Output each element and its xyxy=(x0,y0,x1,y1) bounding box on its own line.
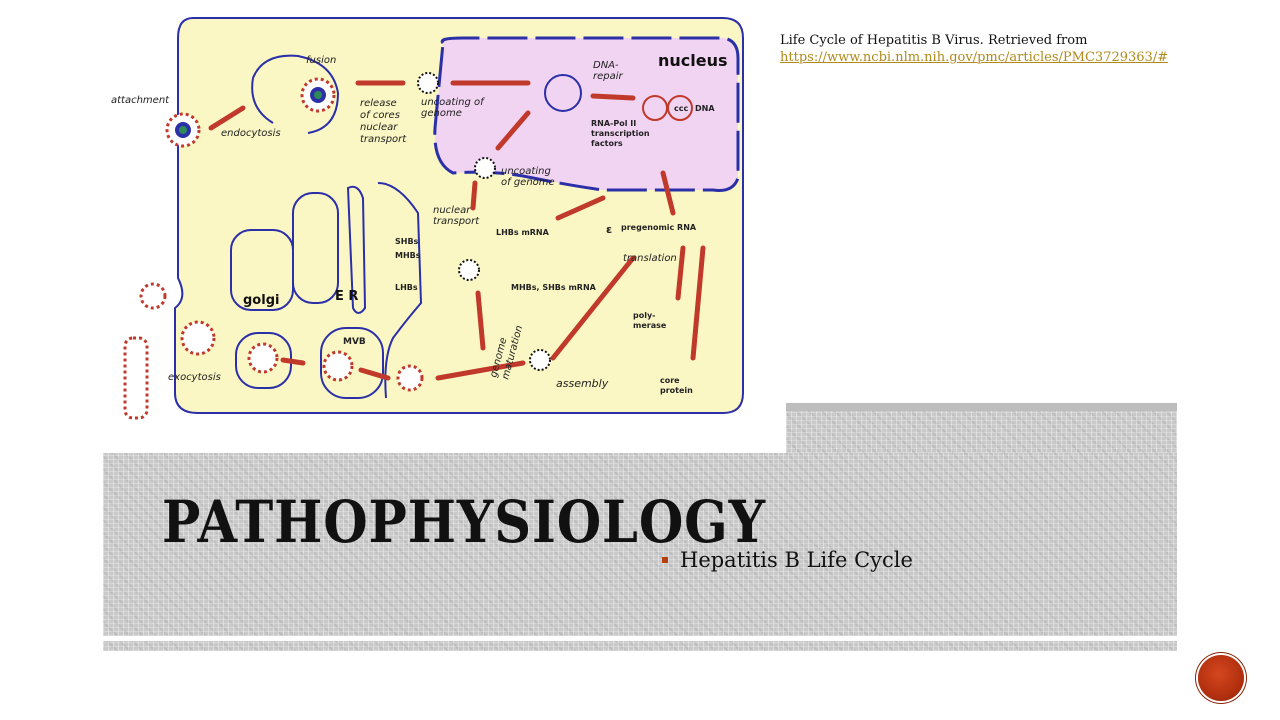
bullet-text: Hepatitis B Life Cycle xyxy=(680,548,913,572)
title-band-strip xyxy=(786,403,1177,411)
label-uncoating2-a: uncoating xyxy=(501,166,551,177)
label-mhbs-shbs-mrna: MHBs, SHBs mRNA xyxy=(511,283,597,292)
title-band xyxy=(103,453,1177,636)
virus-particle-fusion xyxy=(300,77,336,113)
label-release: release xyxy=(360,98,397,109)
label-endocytosis: endocytosis xyxy=(221,128,281,139)
label-release-3: nuclear xyxy=(360,122,398,133)
label-shbs: SHBs xyxy=(395,237,419,246)
label-rnapol-c: factors xyxy=(591,139,623,148)
label-rnapol-a: RNA-Pol II xyxy=(591,119,636,128)
label-fusion: fusion xyxy=(306,55,336,66)
label-release-4: transport xyxy=(360,134,407,145)
label-epsilon: ε xyxy=(606,223,612,236)
image-citation: Life Cycle of Hepatitis B Virus. Retriev… xyxy=(780,32,1180,66)
label-exocytosis: exocytosis xyxy=(168,372,221,383)
label-dna-repair-a: DNA- xyxy=(593,60,619,71)
title-band-upper xyxy=(786,403,1177,453)
label-mhbs: MHBs xyxy=(395,251,421,260)
slide-nav-button[interactable] xyxy=(1198,655,1244,701)
bullet-marker-icon xyxy=(662,557,668,563)
citation-link[interactable]: https://www.ncbi.nlm.nih.gov/pmc/article… xyxy=(780,50,1169,65)
bottom-band-strip xyxy=(103,641,1177,651)
label-assembly: assembly xyxy=(556,377,609,390)
virus-particle-attachment xyxy=(165,112,201,148)
slide-title: PATHOPHYSIOLOGY xyxy=(162,488,766,556)
hbv-life-cycle-diagram: attachment fusion endocytosis release of… xyxy=(103,8,786,451)
label-dna-repair-b: repair xyxy=(593,71,624,82)
label-mvb: MVB xyxy=(343,337,366,347)
label-ccc: ccc xyxy=(674,104,688,113)
label-rnapol-b: transcription xyxy=(591,129,650,138)
citation-text: Life Cycle of Hepatitis B Virus. Retriev… xyxy=(780,33,1088,48)
label-pregenomic-rna: pregenomic RNA xyxy=(621,223,697,232)
bullet-item: Hepatitis B Life Cycle xyxy=(662,548,913,572)
bullet-list: Hepatitis B Life Cycle xyxy=(662,548,913,572)
label-dna: DNA xyxy=(695,104,715,113)
label-uncoating-b: genome xyxy=(421,108,462,119)
label-polymerase-b: merase xyxy=(633,321,667,330)
label-nucleus: nucleus xyxy=(658,51,728,70)
label-translation: translation xyxy=(623,253,677,264)
label-release-2: of cores xyxy=(360,110,400,121)
label-core-protein-b: protein xyxy=(660,386,693,395)
label-polymerase-a: poly- xyxy=(633,311,656,320)
label-lhbs-mrna: LHBs mRNA xyxy=(496,228,550,237)
label-core-protein-a: core xyxy=(660,376,680,385)
label-golgi: golgi xyxy=(243,293,279,308)
label-uncoating-a: uncoating of xyxy=(421,97,485,108)
label-attachment: attachment xyxy=(111,95,170,106)
label-er: E R xyxy=(335,289,358,304)
label-lhbs: LHBs xyxy=(395,283,418,292)
label-nuclear-transport-a: nuclear xyxy=(433,205,471,216)
label-uncoating2-b: of genome xyxy=(501,177,555,188)
label-nuclear-transport-b: transport xyxy=(433,216,480,227)
